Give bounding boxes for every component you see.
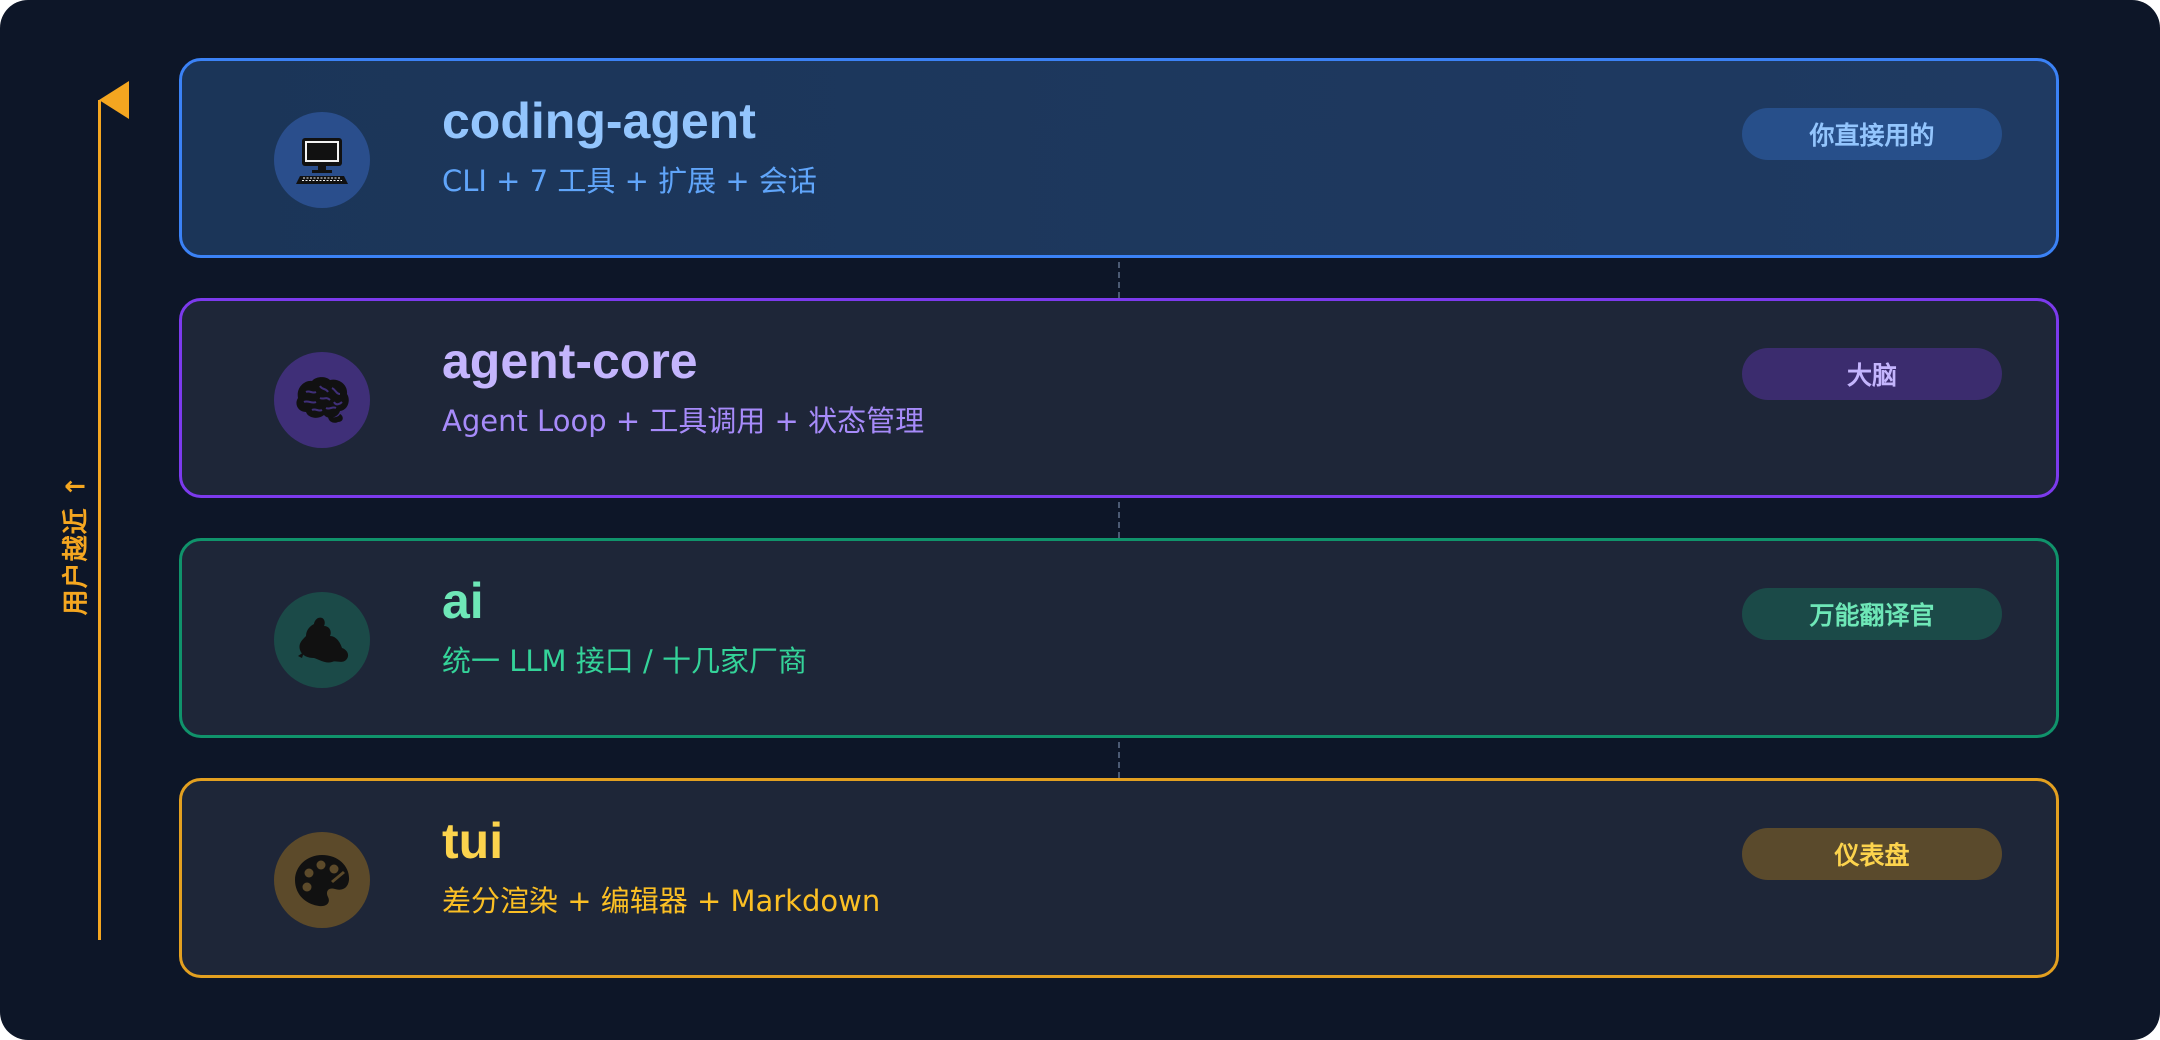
connector-line: [1118, 742, 1120, 778]
axis-arrow-line: [98, 100, 101, 940]
layer-title: ai: [442, 573, 484, 629]
layer-description: CLI + 7 工具 + 扩展 + 会话: [442, 164, 817, 198]
brain-icon: [274, 352, 370, 448]
layer-description: 差分渲染 + 编辑器 + Markdown: [442, 884, 881, 918]
layer-description: 统一 LLM 接口 / 十几家厂商: [442, 644, 807, 678]
layer-coding-agent: coding-agent CLI + 7 工具 + 扩展 + 会话 你直接用的: [179, 58, 2059, 258]
computer-icon: [274, 112, 370, 208]
layer-badge: 大脑: [1742, 348, 2002, 400]
layer-badge: 仪表盘: [1742, 828, 2002, 880]
layer-description: Agent Loop + 工具调用 + 状态管理: [442, 404, 925, 438]
palette-icon: [274, 832, 370, 928]
axis-arrow-head: [99, 81, 129, 119]
connector-line: [1118, 262, 1120, 298]
layer-badge: 你直接用的: [1742, 108, 2002, 160]
layer-title: tui: [442, 813, 504, 869]
layer-tui: tui 差分渲染 + 编辑器 + Markdown 仪表盘: [179, 778, 2059, 978]
layer-title: agent-core: [442, 333, 698, 389]
layer-badge: 万能翻译官: [1742, 588, 2002, 640]
layer-agent-core: agent-core Agent Loop + 工具调用 + 状态管理 大脑: [179, 298, 2059, 498]
axis-label: 用户越近 ↑: [61, 474, 92, 616]
connector-line: [1118, 502, 1120, 538]
layer-title: coding-agent: [442, 93, 756, 149]
layer-ai: ai 统一 LLM 接口 / 十几家厂商 万能翻译官: [179, 538, 2059, 738]
globe-icon: [274, 592, 370, 688]
